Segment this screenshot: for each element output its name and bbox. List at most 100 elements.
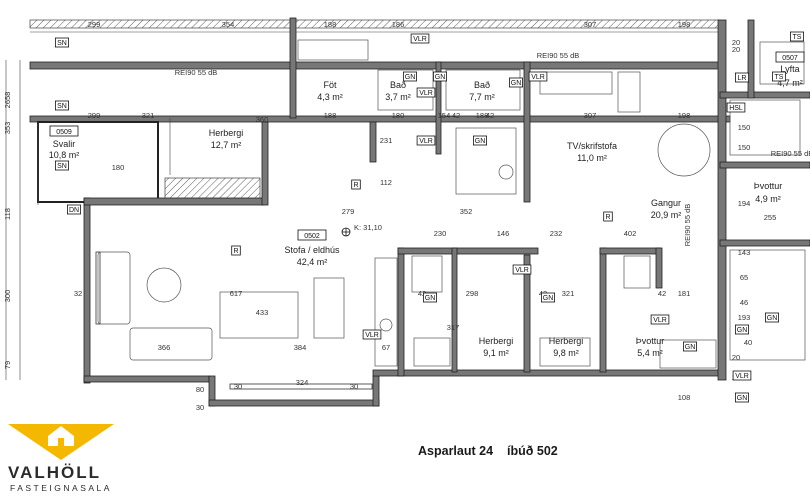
property-address: Asparlaut 24 íbúð 502: [418, 444, 572, 458]
fixture-tag: GN: [402, 71, 417, 82]
dimension-label: 230: [434, 229, 447, 238]
fixture-tag: SN: [55, 37, 70, 48]
dimension-label: 353: [3, 122, 12, 135]
top-building-strip: [29, 19, 731, 123]
dimension-label: 46: [740, 298, 748, 307]
svg-text:GN: GN: [737, 327, 748, 334]
svg-text:DN: DN: [69, 207, 79, 214]
room-name-gangur: Gangur: [651, 198, 681, 208]
fixture-tag: GN: [541, 292, 556, 303]
svg-text:VLR: VLR: [419, 90, 433, 97]
dimension-label: 307: [584, 111, 597, 120]
fixture-tag: TS: [790, 31, 805, 42]
dimension-label: 384: [294, 343, 307, 352]
fixture-tag: R: [351, 179, 361, 190]
dimension-label: 118: [3, 208, 12, 220]
svg-text:TS: TS: [793, 34, 802, 41]
room-area-herbergi-1: 12,7 m²: [211, 140, 242, 150]
wall-rating-label: REI90 55 dB: [175, 68, 218, 77]
fixture-tag: HSL: [726, 102, 746, 113]
fixture-tag: R: [603, 211, 613, 222]
room-area-thvottur-2: 4,9 m²: [755, 194, 781, 204]
dimension-label: 2658: [3, 92, 12, 109]
unit-number-0507: 0507: [782, 55, 798, 62]
room-name-herbergi-3: Herbergi: [549, 336, 584, 346]
fixture-tag: VLR: [416, 135, 436, 146]
dimension-label: 360: [256, 115, 269, 124]
room-name-herbergi-1: Herbergi: [209, 128, 244, 138]
room-name-tv-skrifstofa: TV/skrifstofa: [567, 141, 617, 151]
address-unit: íbúð 502: [507, 444, 558, 458]
svg-text:GN: GN: [767, 315, 778, 322]
svg-text:GN: GN: [543, 295, 554, 302]
dimension-label: 198: [678, 20, 691, 29]
unit-number-0509: 0509: [56, 129, 72, 136]
fixture-tag: GN: [472, 135, 487, 146]
fixture-tag: GN: [735, 324, 750, 335]
svg-text:GN: GN: [737, 395, 748, 402]
room-area-gangur: 20,9 m²: [651, 210, 682, 220]
dimension-label: 188: [324, 20, 337, 29]
room-area-bad-2: 7,7 m²: [469, 92, 495, 102]
dimension-label: 433: [256, 308, 269, 317]
fixture-tag: GN: [683, 341, 698, 352]
dimension-label: 232: [550, 229, 563, 238]
dimension-label: 42: [486, 111, 494, 120]
unit-number-0502: 0502: [304, 233, 320, 240]
svg-text:GN: GN: [435, 74, 446, 81]
dimension-label: 20: [732, 38, 740, 47]
fixture-tag: GN: [765, 312, 780, 323]
dimension-label: 42: [452, 111, 460, 120]
svg-text:GN: GN: [475, 138, 486, 145]
room-labels: Svalir 10,8 m² Herbergi 12,7 m² Föt 4,3 …: [49, 64, 803, 358]
room-area-lyfta: 4,7 m²: [777, 78, 803, 88]
svg-text:R: R: [233, 248, 238, 255]
room-name-svalir: Svalir: [53, 139, 76, 149]
dimension-label: 180: [392, 111, 405, 120]
valholl-logo: VALHÖLL FASTEIGNASALA: [6, 420, 116, 495]
svg-text:VLR: VLR: [735, 373, 749, 380]
room-name-thvottur-1: Þvottur: [636, 336, 665, 346]
dimension-label: 181: [678, 289, 691, 298]
svg-text:R: R: [605, 214, 610, 221]
dimension-label: 299: [88, 20, 101, 29]
svg-text:HSL: HSL: [729, 105, 743, 112]
dimension-label: 617: [230, 289, 243, 298]
room-name-bad-2: Bað: [474, 80, 490, 90]
svg-text:GN: GN: [405, 74, 416, 81]
room-area-bad-1: 3,7 m²: [385, 92, 411, 102]
svg-text:VLR: VLR: [365, 332, 379, 339]
room-area-herbergi-2: 9,1 m²: [483, 348, 509, 358]
svg-text:TS: TS: [775, 74, 784, 81]
svg-text:VLR: VLR: [413, 36, 427, 43]
logo-subtitle: FASTEIGNASALA: [10, 483, 112, 493]
dimension-label: 186: [392, 20, 405, 29]
svg-text:GN: GN: [425, 295, 436, 302]
room-name-thvottur-2: Þvottur: [754, 181, 783, 191]
dimension-label: 193: [738, 313, 751, 322]
fixture-tag: GN: [422, 292, 437, 303]
address-street: Asparlaut 24: [418, 444, 494, 458]
dimension-label: 324: [296, 378, 309, 387]
room-area-fot: 4,3 m²: [317, 92, 343, 102]
dimension-label: 188: [476, 111, 489, 120]
fixture-tag: VLR: [410, 33, 430, 44]
room-name-stofa-eldhus: Stofa / eldhús: [284, 245, 340, 255]
dimension-label: 402: [624, 229, 637, 238]
dimension-label: 30: [350, 382, 358, 391]
dimension-label: 352: [460, 207, 473, 216]
fixture-tag: TS: [772, 71, 787, 82]
dimension-label: 255: [764, 213, 777, 222]
room-area-svalir: 10,8 m²: [49, 150, 80, 160]
dimension-label: 321: [142, 111, 155, 120]
dimension-label: 194: [738, 199, 751, 208]
dimension-label: 108: [678, 393, 691, 402]
dimension-label: 300: [3, 290, 12, 303]
room-area-thvottur-1: 5,4 m²: [637, 348, 663, 358]
room-name-herbergi-2: Herbergi: [479, 336, 514, 346]
dimension-label: 299: [88, 111, 101, 120]
room-area-tv-skrifstofa: 11,0 m²: [577, 153, 607, 163]
dimension-label: 188: [324, 111, 337, 120]
dimension-label: 231: [380, 136, 393, 145]
